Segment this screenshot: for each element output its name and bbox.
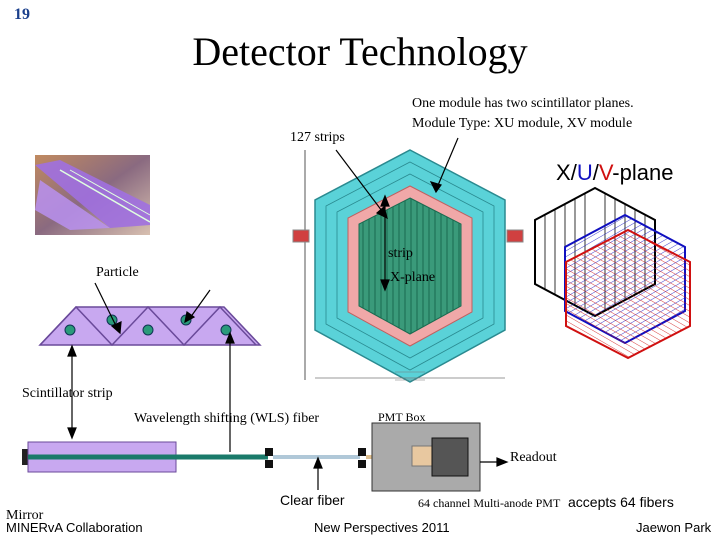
plane-suffix: -plane — [612, 160, 674, 185]
wls-fiber-label: Wavelength shifting (WLS) fiber — [134, 411, 320, 426]
clear-fiber-label: Clear fiber — [280, 492, 345, 508]
scintillator-strip-label: Scintillator strip — [22, 386, 113, 401]
readout-assembly — [22, 422, 481, 492]
hex-xplane-label: X-plane — [390, 270, 436, 285]
module-note-line1: One module has two scintillator planes. — [412, 96, 634, 111]
mirror-label: Mirror — [6, 508, 44, 523]
module-hexagon — [292, 149, 524, 383]
pmt-box-label: PMT Box — [378, 410, 426, 424]
footer-left: MINERvA Collaboration — [6, 520, 143, 535]
footer-right: Jaewon Park — [636, 520, 712, 535]
plane-title: X/U/V-plane — [556, 160, 673, 186]
pmt-label: 64 channel Multi-anode PMT — [418, 496, 561, 510]
hex-strip-label: strip — [388, 246, 413, 261]
xuv-plane-hexagons — [534, 186, 691, 360]
fibers-label: accepts 64 fibers — [568, 494, 674, 510]
readout-label: Readout — [510, 450, 557, 465]
slide-title: Detector Technology — [192, 29, 528, 74]
callout-arrows — [67, 137, 509, 490]
particle-label: Particle — [96, 265, 139, 280]
strips-count-label: 127 strips — [290, 130, 345, 145]
plane-sep-2: / — [592, 160, 599, 185]
x-plane-letter: X — [556, 160, 571, 185]
triangle-strips — [38, 305, 262, 347]
scintillator-photo — [35, 155, 151, 235]
module-note-line2: Module Type: XU module, XV module — [412, 116, 633, 131]
u-plane-letter: U — [576, 160, 593, 185]
plane-sep-1: / — [570, 160, 577, 185]
v-plane-letter: V — [598, 160, 613, 185]
slide-number: 19 — [14, 6, 30, 23]
footer-center: New Perspectives 2011 — [314, 520, 450, 535]
